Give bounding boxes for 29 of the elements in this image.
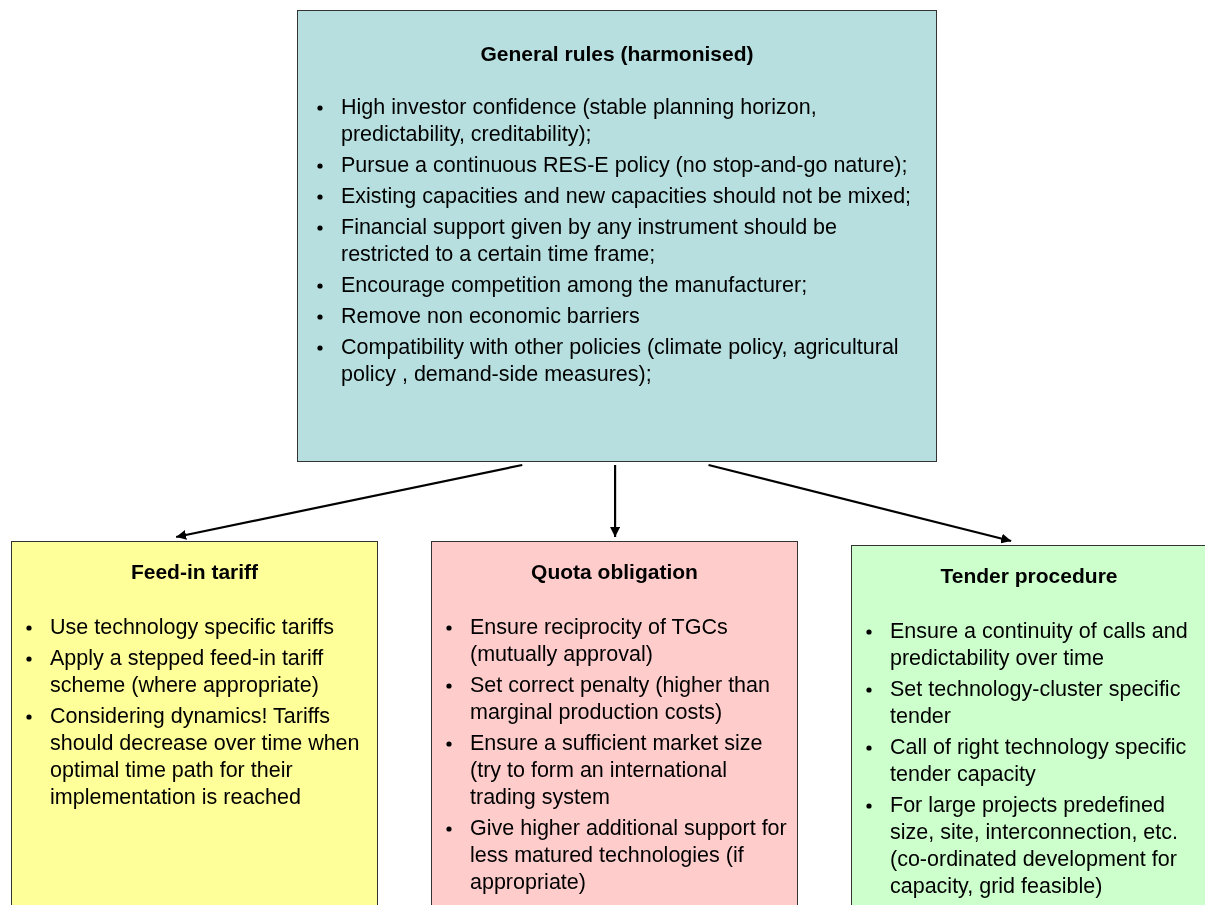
bullet-text: Use technology specific tariffs	[50, 615, 334, 639]
bullet-text: Ensure reciprocity of TGCs (mutually approval)	[470, 615, 728, 666]
bullet-text: Apply a stepped feed-in tariff scheme (where appropriate)	[50, 646, 324, 697]
arrow	[708, 463, 1012, 544]
text-box	[11, 541, 378, 905]
bullet-text: Remove non economic barriers	[341, 304, 640, 328]
arrow	[175, 463, 523, 540]
box-heading: Quota obligation	[530, 559, 699, 585]
bullet-text: High investor confidence (stable planning horizon, predictability, creditability);	[341, 95, 817, 146]
bullet-text: Give higher additional support for less matured technologies (if appropriate)	[470, 816, 787, 894]
box-heading: General rules (harmonised)	[479, 41, 755, 67]
box-heading: Tender procedure	[939, 563, 1119, 589]
bullet-text: Financial support given by any instrument should be restricted to a certain time frame;	[341, 215, 837, 266]
text-box	[851, 545, 1205, 905]
bullet-text: Considering dynamics! Tariffs should decrease over time when optimal time path for their implementation is reached	[50, 704, 360, 809]
bullet-text: Encourage competition among the manufacturer;	[341, 273, 808, 297]
text-box	[297, 10, 937, 462]
bullet-text: Existing capacities and new capacities should not be mixed;	[341, 184, 912, 208]
bullet-text: Ensure a sufficient market size (try to form an international trading system	[470, 731, 763, 809]
bullet-text: Ensure a continuity of calls and predictability over time	[890, 619, 1188, 670]
bullet-text: Set correct penalty (higher than marginal production costs)	[470, 673, 770, 724]
bullet-text: Set technology-cluster specific tender	[890, 677, 1181, 728]
arrow	[610, 465, 621, 537]
bullet-text: For large projects predefined size, site, interconnection, etc. (co-ordinated development for capacity, grid feasible)	[890, 793, 1178, 898]
bullet-text: Compatibility with other policies (climate policy, agricultural policy , demand-side measures);	[341, 335, 899, 386]
box-heading: Feed-in tariff	[129, 559, 260, 585]
bullet-text: Pursue a continuous RES-E policy (no stop-and-go nature);	[341, 153, 908, 177]
bullet-text: Call of right technology specific tender capacity	[890, 735, 1187, 786]
text-box	[431, 541, 798, 905]
